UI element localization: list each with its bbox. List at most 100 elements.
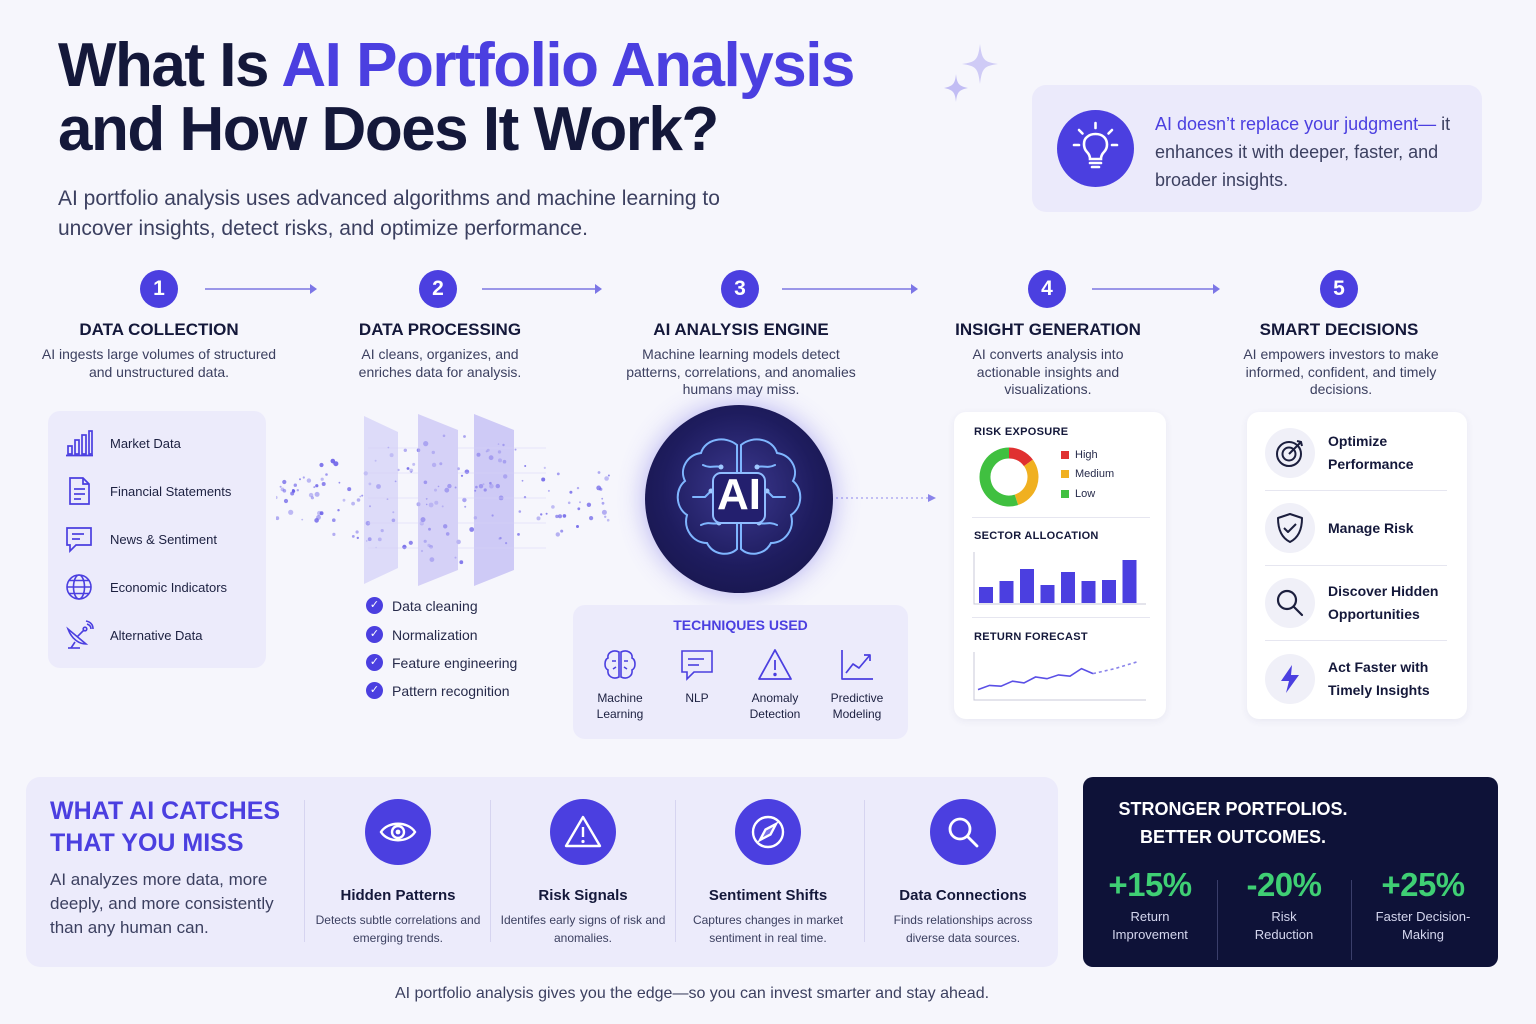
outcomes-panel <box>1083 777 1498 967</box>
catches-title: WHAT AI CATCHES THAT YOU MISS <box>50 797 281 857</box>
step-desc-5: AI empowers investors to make informed, … <box>1243 346 1439 397</box>
catches-desc: AI analyzes more data, more deeply, and … <box>50 870 274 937</box>
particle-dot <box>562 514 567 518</box>
check-icon: ✓ <box>366 597 383 614</box>
particle-dot <box>301 518 304 521</box>
title-line2: and How Does It Work? <box>58 95 719 164</box>
particle-dot <box>319 511 324 516</box>
return-forecast-title: RETURN FORECAST <box>974 631 1088 643</box>
brain-icon <box>604 650 636 679</box>
catch-hidden-patterns: Hidden Patterns Detects subtle correlati… <box>308 799 488 947</box>
insight-divider <box>972 617 1150 618</box>
particle-dot <box>604 515 607 518</box>
shield-icon <box>1277 513 1303 543</box>
decision-label: Discover Hidden Opportunities <box>1328 583 1439 622</box>
catch-risk-signals: Risk Signals Identifes early signs of ri… <box>493 799 673 947</box>
return-forecast-chart <box>973 652 1146 701</box>
target-icon <box>1276 440 1303 467</box>
lightning-icon <box>1281 665 1299 693</box>
catch-desc: Captures changes in market sentiment in … <box>692 913 844 945</box>
page-subtitle: AI portfolio analysis uses advanced algo… <box>58 187 720 240</box>
sector-allocation-title: SECTOR ALLOCATION <box>974 530 1099 542</box>
particle-dot <box>601 509 607 515</box>
step-title-4: INSIGHT GENERATION <box>955 320 1141 339</box>
step-number-4: 4 <box>1028 270 1066 308</box>
catch-title: Sentiment Shifts <box>708 887 828 904</box>
particle-dot <box>325 473 328 476</box>
data-flow-visual <box>276 414 936 586</box>
chat-icon <box>66 527 92 554</box>
insight-divider <box>972 517 1150 518</box>
particle-dot <box>536 516 541 521</box>
particle-dot <box>403 448 407 452</box>
particle-dot <box>310 496 314 500</box>
processing-layers <box>364 414 546 586</box>
particle-dot <box>460 474 464 477</box>
particle-dot <box>356 498 361 502</box>
step-desc-2: AI cleans, organizes, and enriches data … <box>358 346 522 380</box>
particle-dot <box>338 481 341 484</box>
sector-bar <box>1102 580 1116 603</box>
check-icon: ✓ <box>366 682 383 699</box>
processing-label: Data cleaning <box>392 597 478 614</box>
particle-dot <box>555 514 559 519</box>
particle-dot <box>606 518 610 522</box>
catch-title: Risk Signals <box>538 887 628 904</box>
particle-dot <box>543 466 546 469</box>
stat-value: -20% <box>1246 866 1322 903</box>
particle-dot <box>314 491 320 497</box>
stat-label: Return Improvement <box>1112 909 1188 942</box>
particle-dot <box>288 509 294 515</box>
particle-dot <box>596 485 602 491</box>
title-accent: AI Portfolio Analysis <box>281 31 855 100</box>
data-source-economic: Economic Indicators <box>64 570 227 604</box>
step-number-1: 1 <box>140 270 178 308</box>
catch-desc: Identifes early signs of risk and anomal… <box>500 913 666 945</box>
step-arrow-2 <box>482 284 602 294</box>
particle-dot <box>518 510 522 513</box>
particle-dot <box>569 490 573 494</box>
sector-bar <box>1081 581 1096 603</box>
legend-swatch-medium <box>1061 470 1069 478</box>
legend-medium: Medium <box>1061 468 1114 480</box>
particle-dot <box>597 471 601 474</box>
particle-dot <box>320 477 324 481</box>
catch-sentiment-shifts: Sentiment Shifts Captures changes in mar… <box>678 799 858 947</box>
stat-speed: +25% Faster Decision-Making <box>1358 866 1488 944</box>
technique-label: Anomaly Detection <box>749 691 801 721</box>
particle-dot <box>410 471 412 473</box>
satellite-icon <box>66 620 94 649</box>
particle-dot <box>351 501 355 506</box>
search-icon <box>1276 589 1304 617</box>
decision-label: Optimize Performance <box>1328 433 1414 472</box>
step-desc-3: Machine learning models detect patterns,… <box>626 346 856 397</box>
check-icon: ✓ <box>366 626 383 643</box>
compass-icon <box>751 815 785 849</box>
particle-dot <box>359 495 362 498</box>
particle-dot <box>524 465 527 467</box>
particle-dot <box>576 486 580 490</box>
ai-engine-label: AI <box>717 470 761 519</box>
outcomes-title-line2: BETTER OUTCOMES. <box>1139 827 1326 847</box>
particle-dot <box>556 472 560 476</box>
particle-dot <box>521 479 524 482</box>
particle-dot <box>293 483 297 487</box>
particle-dot <box>283 498 289 504</box>
step-title-5: SMART DECISIONS <box>1259 320 1419 339</box>
catch-title: Hidden Patterns <box>340 887 456 904</box>
particle-dot <box>517 533 520 536</box>
particle-dot <box>276 516 280 521</box>
trend-icon <box>841 650 873 680</box>
particle-dot <box>306 478 312 483</box>
sector-bar <box>999 581 1014 603</box>
particle-dot <box>464 469 470 475</box>
particle-dot <box>332 532 336 536</box>
step-number-5: 5 <box>1320 270 1358 308</box>
catch-desc: Detects subtle correlations and emerging… <box>315 913 481 945</box>
particle-dot <box>589 516 594 521</box>
particle-dot <box>567 501 571 505</box>
particle-dot <box>586 502 592 507</box>
particle-dot <box>412 462 416 466</box>
sector-bar <box>1122 560 1137 603</box>
particle-dot <box>308 492 314 498</box>
